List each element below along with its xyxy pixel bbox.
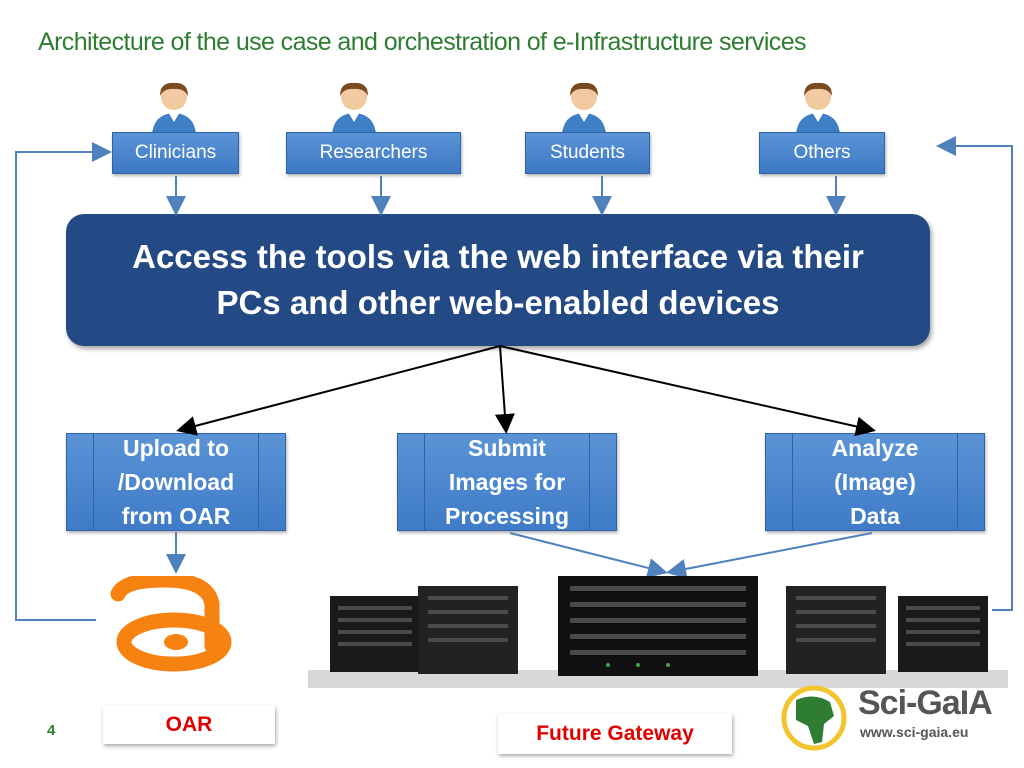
sci-gaia-url: www.sci-gaia.eu <box>860 724 969 740</box>
task-line: (Image) <box>834 469 916 495</box>
role-students: Students <box>525 132 650 174</box>
person-icon <box>152 82 196 134</box>
task-line: Data <box>850 503 900 529</box>
task-line: Upload to <box>122 435 230 461</box>
task-line: /Download <box>117 469 235 495</box>
sci-gaia-brand: Sci-GaIA <box>858 684 993 722</box>
role-researchers: Researchers <box>286 132 461 174</box>
arrow-to-analyze <box>499 345 876 437</box>
task-line: from OAR <box>121 503 231 529</box>
arrow-submit-to-gateway <box>509 532 668 578</box>
task-line: Submit <box>468 435 546 461</box>
oar-label: OAR <box>103 706 275 744</box>
task-submit-images: Submit Images for Processing <box>397 433 617 531</box>
access-banner: Access the tools via the web interface v… <box>66 214 930 346</box>
slide-title: Architecture of the use case and orchest… <box>38 28 807 56</box>
open-access-icon <box>110 576 232 672</box>
task-line: Images for <box>448 469 566 495</box>
loop-gateway-to-others <box>936 136 1013 611</box>
future-gateway-label: Future Gateway <box>498 714 732 754</box>
arrow-to-submit <box>494 345 515 434</box>
page-number: 4 <box>47 722 56 739</box>
role-clinicians: Clinicians <box>112 132 239 174</box>
person-icon <box>562 82 606 134</box>
banner-line-2: PCs and other web-enabled devices <box>216 284 780 321</box>
task-upload-download: Upload to /Download from OAR <box>66 433 286 531</box>
server-rack-icon <box>308 576 1008 688</box>
task-line: Analyze <box>831 435 919 461</box>
loop-oar-to-clinicians <box>15 142 112 621</box>
banner-line-1: Access the tools via the web interface v… <box>132 238 864 275</box>
africa-globe-icon <box>781 685 847 751</box>
role-others: Others <box>759 132 885 174</box>
person-icon <box>796 82 840 134</box>
task-line: Processing <box>445 503 569 529</box>
task-analyze-data: Analyze (Image) Data <box>765 433 985 531</box>
arrow-to-upload <box>176 345 501 436</box>
person-icon <box>332 82 376 134</box>
arrow-analyze-to-gateway <box>666 532 873 579</box>
